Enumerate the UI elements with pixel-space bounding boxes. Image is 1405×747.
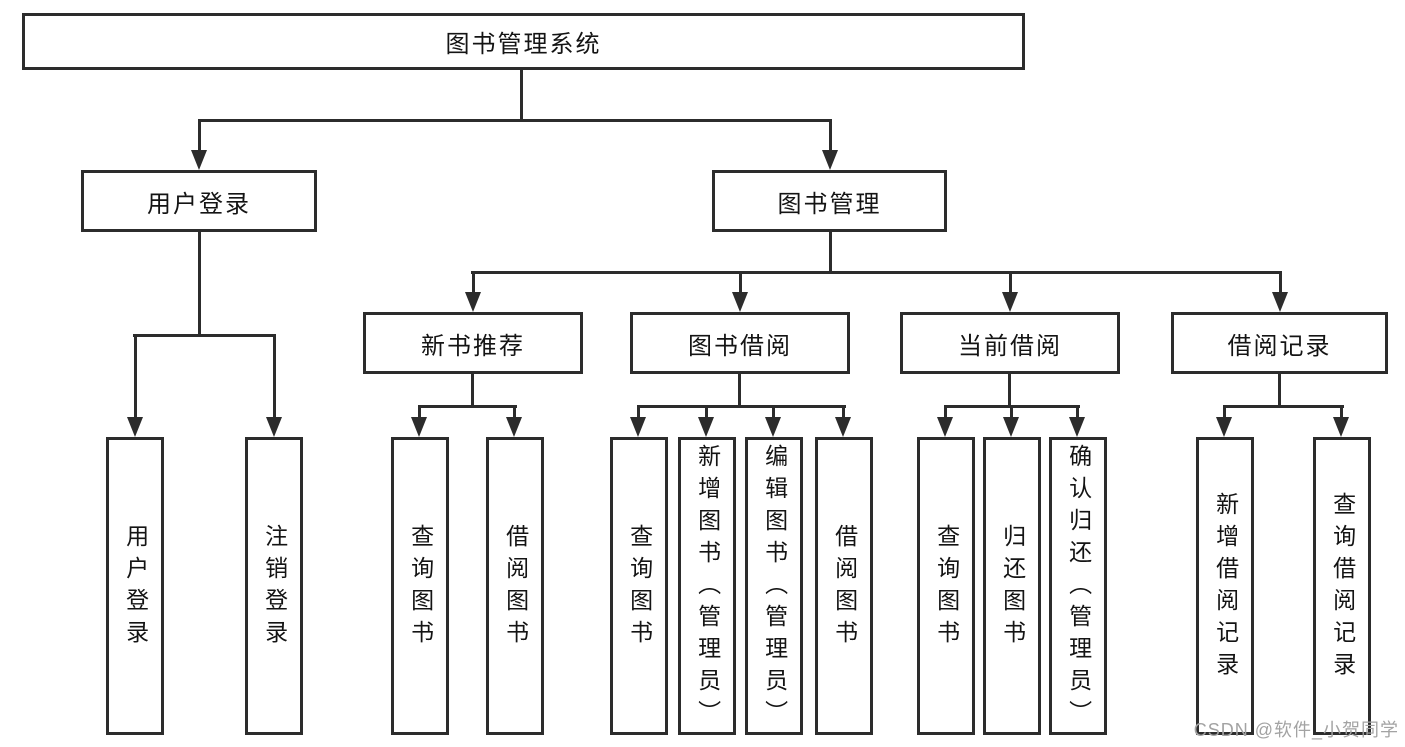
- connector-level3-shaft: [1279, 271, 1282, 294]
- connector-leaf-shaft: [944, 405, 947, 419]
- arrow-down-icon: [732, 292, 748, 312]
- leaf-logout: 注销登录: [245, 437, 303, 735]
- connector-leaf-shaft: [513, 405, 516, 419]
- arrow-down-icon: [1003, 417, 1019, 437]
- connector-level3-shaft: [1009, 271, 1012, 294]
- node-user-login: 用户登录: [81, 170, 317, 232]
- leaf-add-books-admin: 新增图书（管理员）: [678, 437, 736, 735]
- connector-group-drop: [1008, 372, 1011, 407]
- leaf-edit-books-admin: 编辑图书（管理员）: [745, 437, 803, 735]
- connector-leaf-shaft: [1223, 405, 1226, 419]
- arrow-down-icon: [835, 417, 851, 437]
- connector-group-hline: [638, 405, 846, 408]
- connector-leaf-shaft: [842, 405, 845, 419]
- node-book-management: 图书管理: [712, 170, 947, 232]
- connector-group-drop: [738, 372, 741, 407]
- leaf-query-books-current: 查询图书: [917, 437, 975, 735]
- connector-level3-hline: [471, 271, 1281, 274]
- connector-leaf-shaft: [1340, 405, 1343, 419]
- arrow-down-icon: [411, 417, 427, 437]
- node-new-book-recommend: 新书推荐: [363, 312, 583, 374]
- arrow-down-icon: [1002, 292, 1018, 312]
- connector-leaf-shaft: [273, 334, 276, 418]
- leaf-borrow-books: 借阅图书: [815, 437, 873, 735]
- arrow-down-icon: [822, 150, 838, 170]
- leaf-confirm-return-admin: 确认归还（管理员）: [1049, 437, 1107, 735]
- arrow-down-icon: [765, 417, 781, 437]
- node-library-management-system: 图书管理系统: [22, 13, 1025, 70]
- leaf-add-borrow-record: 新增借阅记录: [1196, 437, 1254, 735]
- connector-group-drop: [471, 372, 474, 407]
- leaf-user-login: 用户登录: [106, 437, 164, 735]
- arrow-down-icon: [465, 292, 481, 312]
- arrow-down-icon: [698, 417, 714, 437]
- arrow-down-icon: [266, 417, 282, 437]
- node-borrow-records: 借阅记录: [1171, 312, 1388, 374]
- arrow-down-icon: [630, 417, 646, 437]
- connector-level3-shaft: [739, 271, 742, 294]
- arrow-down-icon: [506, 417, 522, 437]
- connector-level2-hline: [198, 119, 832, 122]
- connector-book-mgmt-drop: [829, 230, 832, 273]
- leaf-borrow-books-recommend: 借阅图书: [486, 437, 544, 735]
- arrow-down-icon: [1069, 417, 1085, 437]
- watermark: CSDN @软件_小贺同学: [1193, 720, 1399, 740]
- connector-leaf-shaft: [134, 334, 137, 418]
- connector-leaf-shaft: [1076, 405, 1079, 419]
- connector-group-hline: [1223, 405, 1344, 408]
- node-book-borrow: 图书借阅: [630, 312, 850, 374]
- arrow-down-icon: [1216, 417, 1232, 437]
- leaf-query-borrow-record: 查询借阅记录: [1313, 437, 1371, 735]
- connector-level3-shaft: [472, 271, 475, 294]
- arrow-down-icon: [937, 417, 953, 437]
- connector-book-mgmt-shaft: [829, 119, 832, 153]
- connector-user-login-drop: [198, 230, 201, 336]
- connector-leaf-shaft: [772, 405, 775, 419]
- leaf-query-books-borrow: 查询图书: [610, 437, 668, 735]
- connector-leaf-shaft: [418, 405, 421, 419]
- connector-leaf-shaft: [637, 405, 640, 419]
- connector-group-hline: [419, 405, 517, 408]
- leaf-return-books: 归还图书: [983, 437, 1041, 735]
- arrow-down-icon: [191, 150, 207, 170]
- leaf-query-books-recommend: 查询图书: [391, 437, 449, 735]
- node-current-borrow: 当前借阅: [900, 312, 1120, 374]
- connector-leaf-shaft: [705, 405, 708, 419]
- connector-user-login-shaft: [198, 119, 201, 153]
- connector-group-drop: [1278, 372, 1281, 407]
- arrow-down-icon: [1272, 292, 1288, 312]
- connector-root-drop: [520, 68, 523, 121]
- connector-leaf-shaft: [1010, 405, 1013, 419]
- arrow-down-icon: [1333, 417, 1349, 437]
- arrow-down-icon: [127, 417, 143, 437]
- connector-user-login-hline: [133, 334, 276, 337]
